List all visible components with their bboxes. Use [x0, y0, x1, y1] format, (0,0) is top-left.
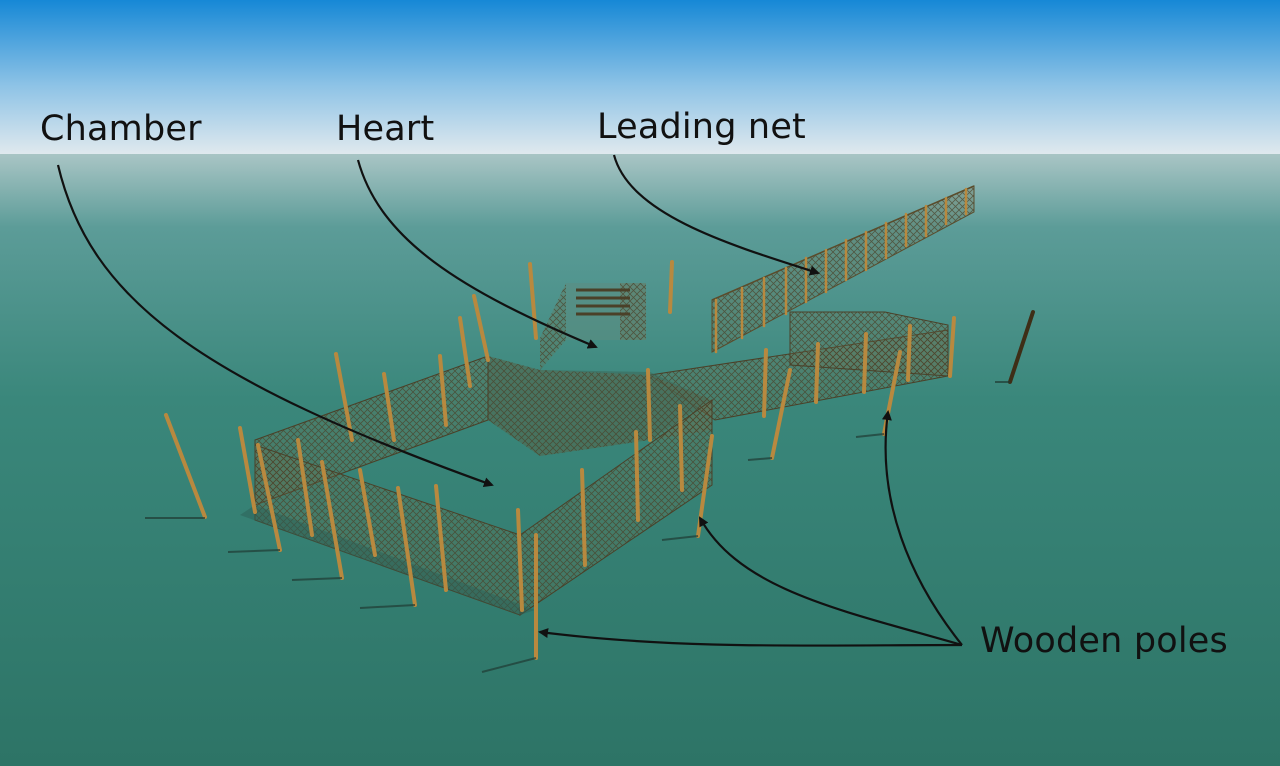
pole-shadows — [145, 381, 1010, 673]
sky — [0, 0, 1280, 156]
arrow-pole-3 — [881, 410, 963, 646]
arrow-pole-2 — [699, 516, 963, 647]
arrow-chamber — [56, 164, 494, 487]
leading-net-label: Leading net — [597, 107, 806, 147]
arrow-pole-1 — [538, 628, 963, 647]
wooden-poles — [164, 260, 1035, 660]
funnel-net — [488, 356, 712, 456]
leading-net-poles — [714, 187, 968, 354]
wooden-poles-label: Wooden poles — [980, 621, 1228, 661]
arrow-leading-net — [612, 154, 820, 276]
chamber-net — [240, 355, 713, 616]
heart-label: Heart — [336, 109, 435, 149]
heart-net — [540, 283, 646, 370]
arrow-heart — [356, 159, 598, 349]
annotation-arrows — [56, 154, 963, 647]
chamber-label: Chamber — [40, 109, 202, 149]
